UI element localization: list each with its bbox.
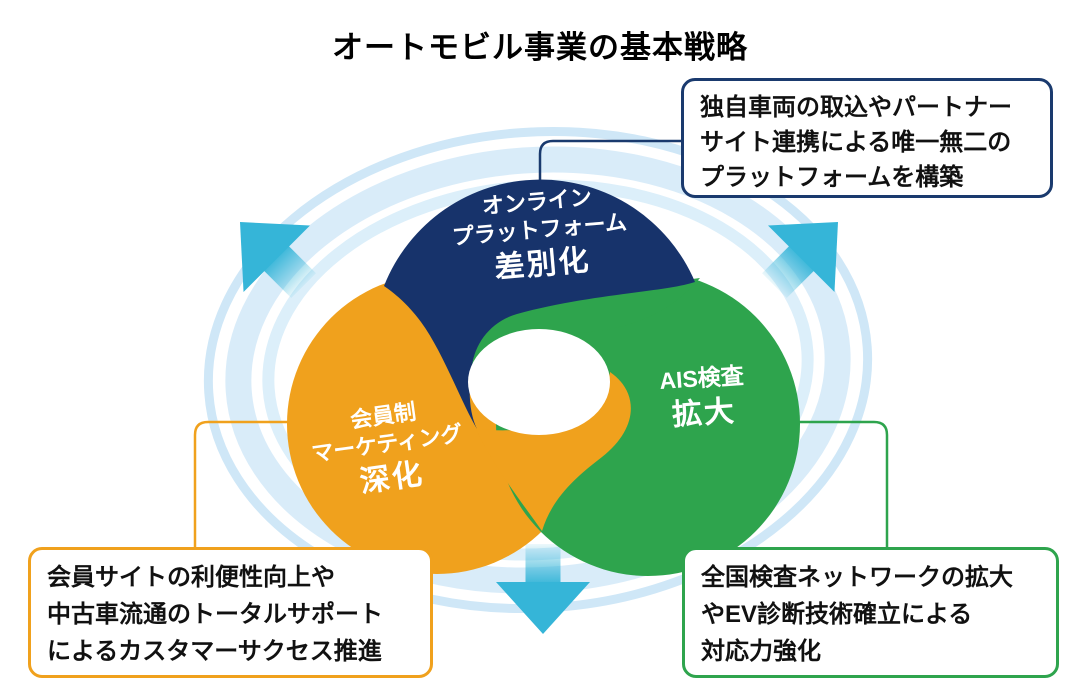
inspection-circle-label: AIS検査 拡大 (601, 357, 805, 441)
online-circle (384, 179, 695, 429)
arrow-head-icon (240, 222, 311, 293)
arrow-head-icon (767, 222, 838, 293)
page-title: オートモビル事業の基本戦略 (332, 30, 748, 65)
callout-membership-line2: 中古車流通のトータルサポート (47, 601, 383, 628)
callout-inspection-line3: 対応力強化 (701, 638, 821, 665)
connector-membership-callout (193, 420, 290, 549)
callout-membership: 会員サイトの利便性向上や 中古車流通のトータルサポート によるカスタマーサクセス… (28, 547, 433, 678)
rotation-arrow-bottom (496, 544, 590, 634)
callout-online-line1: 独自車両の取込やパートナー (700, 94, 1012, 121)
connector-online-callout (538, 139, 684, 192)
inspection-tail (466, 278, 700, 376)
center-hole (468, 329, 610, 435)
callout-online-line2: サイト連携による唯一無二の (700, 129, 1012, 156)
connector-inspection-callout (795, 420, 889, 549)
callout-membership-line3: によるカスタマーサクセス推進 (47, 638, 382, 665)
callout-online: 独自車両の取込やパートナー サイト連携による唯一無二の プラットフォームを構築 (681, 78, 1053, 198)
callout-membership-line1: 会員サイトの利便性向上や (47, 564, 335, 591)
rotation-arrow-top-left (240, 222, 317, 299)
callout-inspection-line1: 全国検査ネットワークの拡大 (701, 564, 1013, 591)
arrow-head-icon (496, 582, 590, 634)
callout-inspection: 全国検査ネットワークの拡大 やEV診断技術確立による 対応力強化 (682, 547, 1059, 678)
rotation-arrow-top-right (761, 222, 838, 299)
callout-inspection-line2: やEV診断技術確立による (701, 601, 973, 628)
callout-online-line3: プラットフォームを構築 (700, 164, 964, 191)
